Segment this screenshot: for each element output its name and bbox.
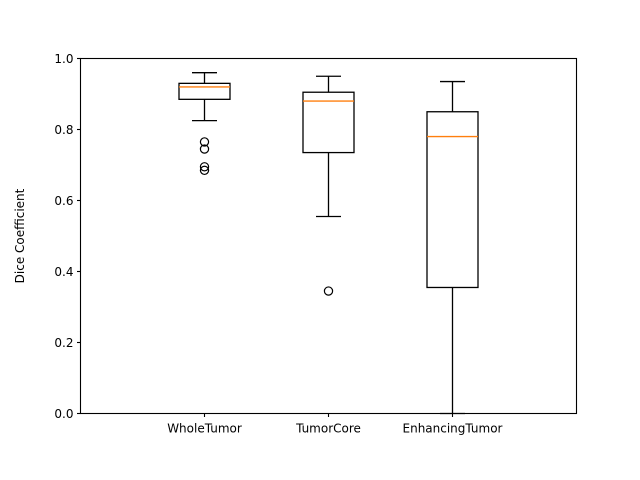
- axes: [79, 57, 578, 415]
- outlier-point: [199, 137, 210, 147]
- y-tick-label: 0.4: [54, 265, 73, 279]
- y-tick-label: 0.6: [54, 194, 73, 208]
- outlier-point: [323, 286, 334, 296]
- outlier-point: [199, 144, 210, 154]
- box-body: [302, 91, 355, 154]
- plot-frame: [79, 57, 578, 415]
- box-series: [178, 72, 479, 415]
- box-group-wholetumor: [178, 72, 231, 176]
- x-tick-label-wholetumor: WholeTumor: [167, 422, 242, 436]
- box-group-enhancingtumor: [426, 80, 479, 415]
- y-tick-label: 1.0: [54, 52, 73, 66]
- x-axis-ticks: WholeTumor TumorCore EnhancingTumor: [167, 413, 503, 436]
- x-tick-label-enhancingtumor: EnhancingTumor: [403, 422, 503, 436]
- box-body: [178, 82, 231, 100]
- box-body: [426, 111, 479, 289]
- y-tick-label: 0.8: [54, 123, 73, 137]
- y-axis-ticks: 0.0 0.2 0.4 0.6 0.8 1.0: [54, 52, 81, 421]
- x-tick-label-tumorcore: TumorCore: [295, 422, 361, 436]
- box-group-tumorcore: [302, 75, 355, 296]
- outlier-point: [199, 165, 210, 176]
- y-tick-label: 0.2: [54, 336, 73, 350]
- y-axis-label: Dice Coefficient: [13, 188, 27, 283]
- outlier-point: [199, 162, 210, 172]
- y-tick-label: 0.0: [54, 407, 73, 421]
- y-axis-title: Dice Coefficient: [13, 188, 27, 283]
